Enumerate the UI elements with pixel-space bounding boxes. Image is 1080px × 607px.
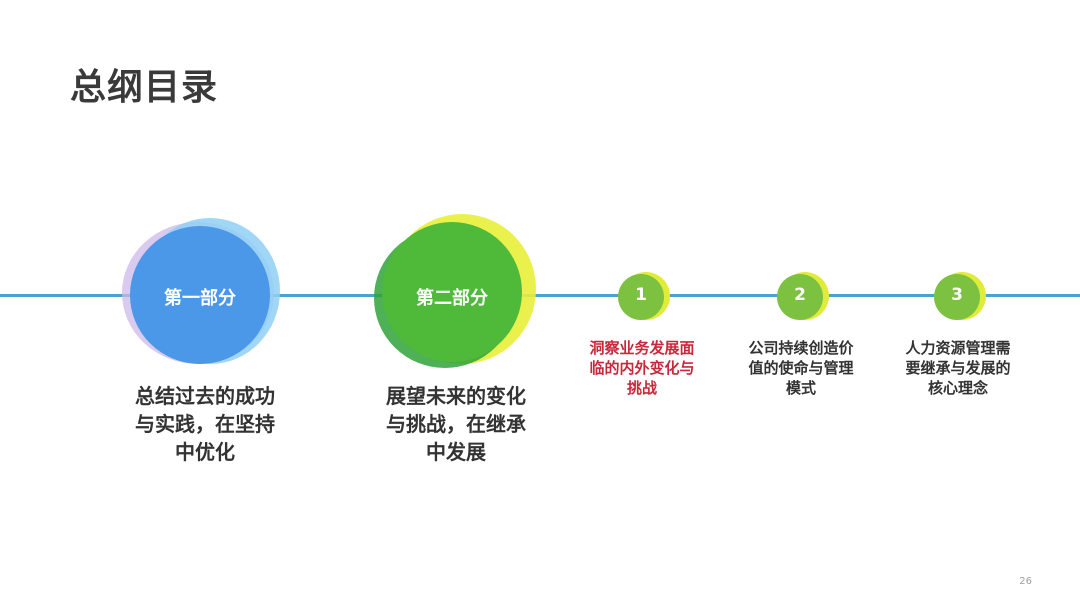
part-1-desc-line: 与实践，在坚持 (135, 412, 275, 436)
step-3-desc-line: 要继承与发展的 (905, 359, 1011, 377)
step-2-number: 2 (794, 285, 806, 305)
part-2-description: 展望未来的变化 与挑战，在继承 中发展 (366, 382, 546, 466)
timeline-line (0, 294, 1080, 297)
part-1-label: 第一部分 (164, 288, 236, 309)
step-1-blob (618, 274, 664, 320)
step-2-desc-line: 值的使命与管理 (748, 359, 854, 377)
step-3-blob (934, 274, 980, 320)
part-2-label: 第二部分 (416, 288, 488, 309)
step-2-desc-line: 模式 (785, 379, 816, 397)
part-1-desc-line: 总结过去的成功 (135, 384, 275, 408)
step-2-description: 公司持续创造价 值的使命与管理 模式 (731, 338, 871, 398)
step-1-desc-line: 挑战 (626, 379, 657, 397)
step-1-number: 1 (635, 285, 647, 305)
part-2-blob (382, 222, 522, 362)
part-2-desc-line: 中发展 (426, 440, 486, 464)
part-1-description: 总结过去的成功 与实践，在坚持 中优化 (115, 382, 295, 466)
part-2-desc-line: 与挑战，在继承 (386, 412, 526, 436)
step-3-desc-line: 人力资源管理需 (905, 339, 1011, 357)
part-2-desc-line: 展望未来的变化 (386, 384, 526, 408)
step-3-description: 人力资源管理需 要继承与发展的 核心理念 (888, 338, 1028, 398)
step-1-desc-line: 洞察业务发展面 (589, 339, 695, 357)
page-title: 总纲目录 (70, 67, 219, 108)
page-number: 26 (1019, 576, 1032, 587)
step-3-number: 3 (951, 285, 963, 305)
part-1-blob (130, 226, 270, 364)
step-2-desc-line: 公司持续创造价 (748, 339, 854, 357)
step-2-blob (777, 274, 823, 320)
step-1-description: 洞察业务发展面 临的内外变化与 挑战 (572, 338, 712, 398)
part-1-desc-line: 中优化 (175, 440, 235, 464)
step-3-desc-line: 核心理念 (927, 379, 988, 397)
step-1-desc-line: 临的内外变化与 (589, 359, 695, 377)
